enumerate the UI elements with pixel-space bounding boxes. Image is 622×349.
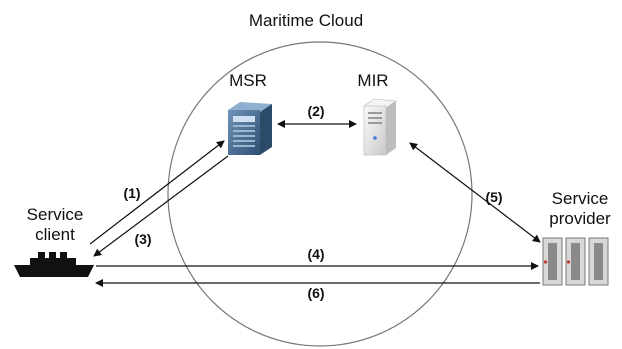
service-client-label-line2: client <box>35 225 75 244</box>
mir-server-icon <box>363 98 397 156</box>
step-1-label: (1) <box>123 185 140 201</box>
diagram-title: Maritime Cloud <box>249 11 363 30</box>
ship-icon <box>14 252 94 277</box>
mir-label: MIR <box>357 71 388 90</box>
arrow-step-3 <box>93 155 229 257</box>
step-3-label: (3) <box>134 231 151 247</box>
service-client-label-line1: Service <box>27 205 84 224</box>
step-2-label: (2) <box>307 103 324 119</box>
step-5-label: (5) <box>485 189 502 205</box>
service-provider-label-line2: provider <box>549 209 611 228</box>
service-provider-label-line1: Service <box>552 189 609 208</box>
step-4-label: (4) <box>307 246 324 262</box>
msr-server-icon <box>228 102 272 155</box>
arrow-step-1 <box>89 140 225 245</box>
step-6-label: (6) <box>307 285 324 301</box>
server-rack-icon <box>542 237 609 286</box>
msr-label: MSR <box>229 71 267 90</box>
arrow-step-5 <box>409 142 541 243</box>
